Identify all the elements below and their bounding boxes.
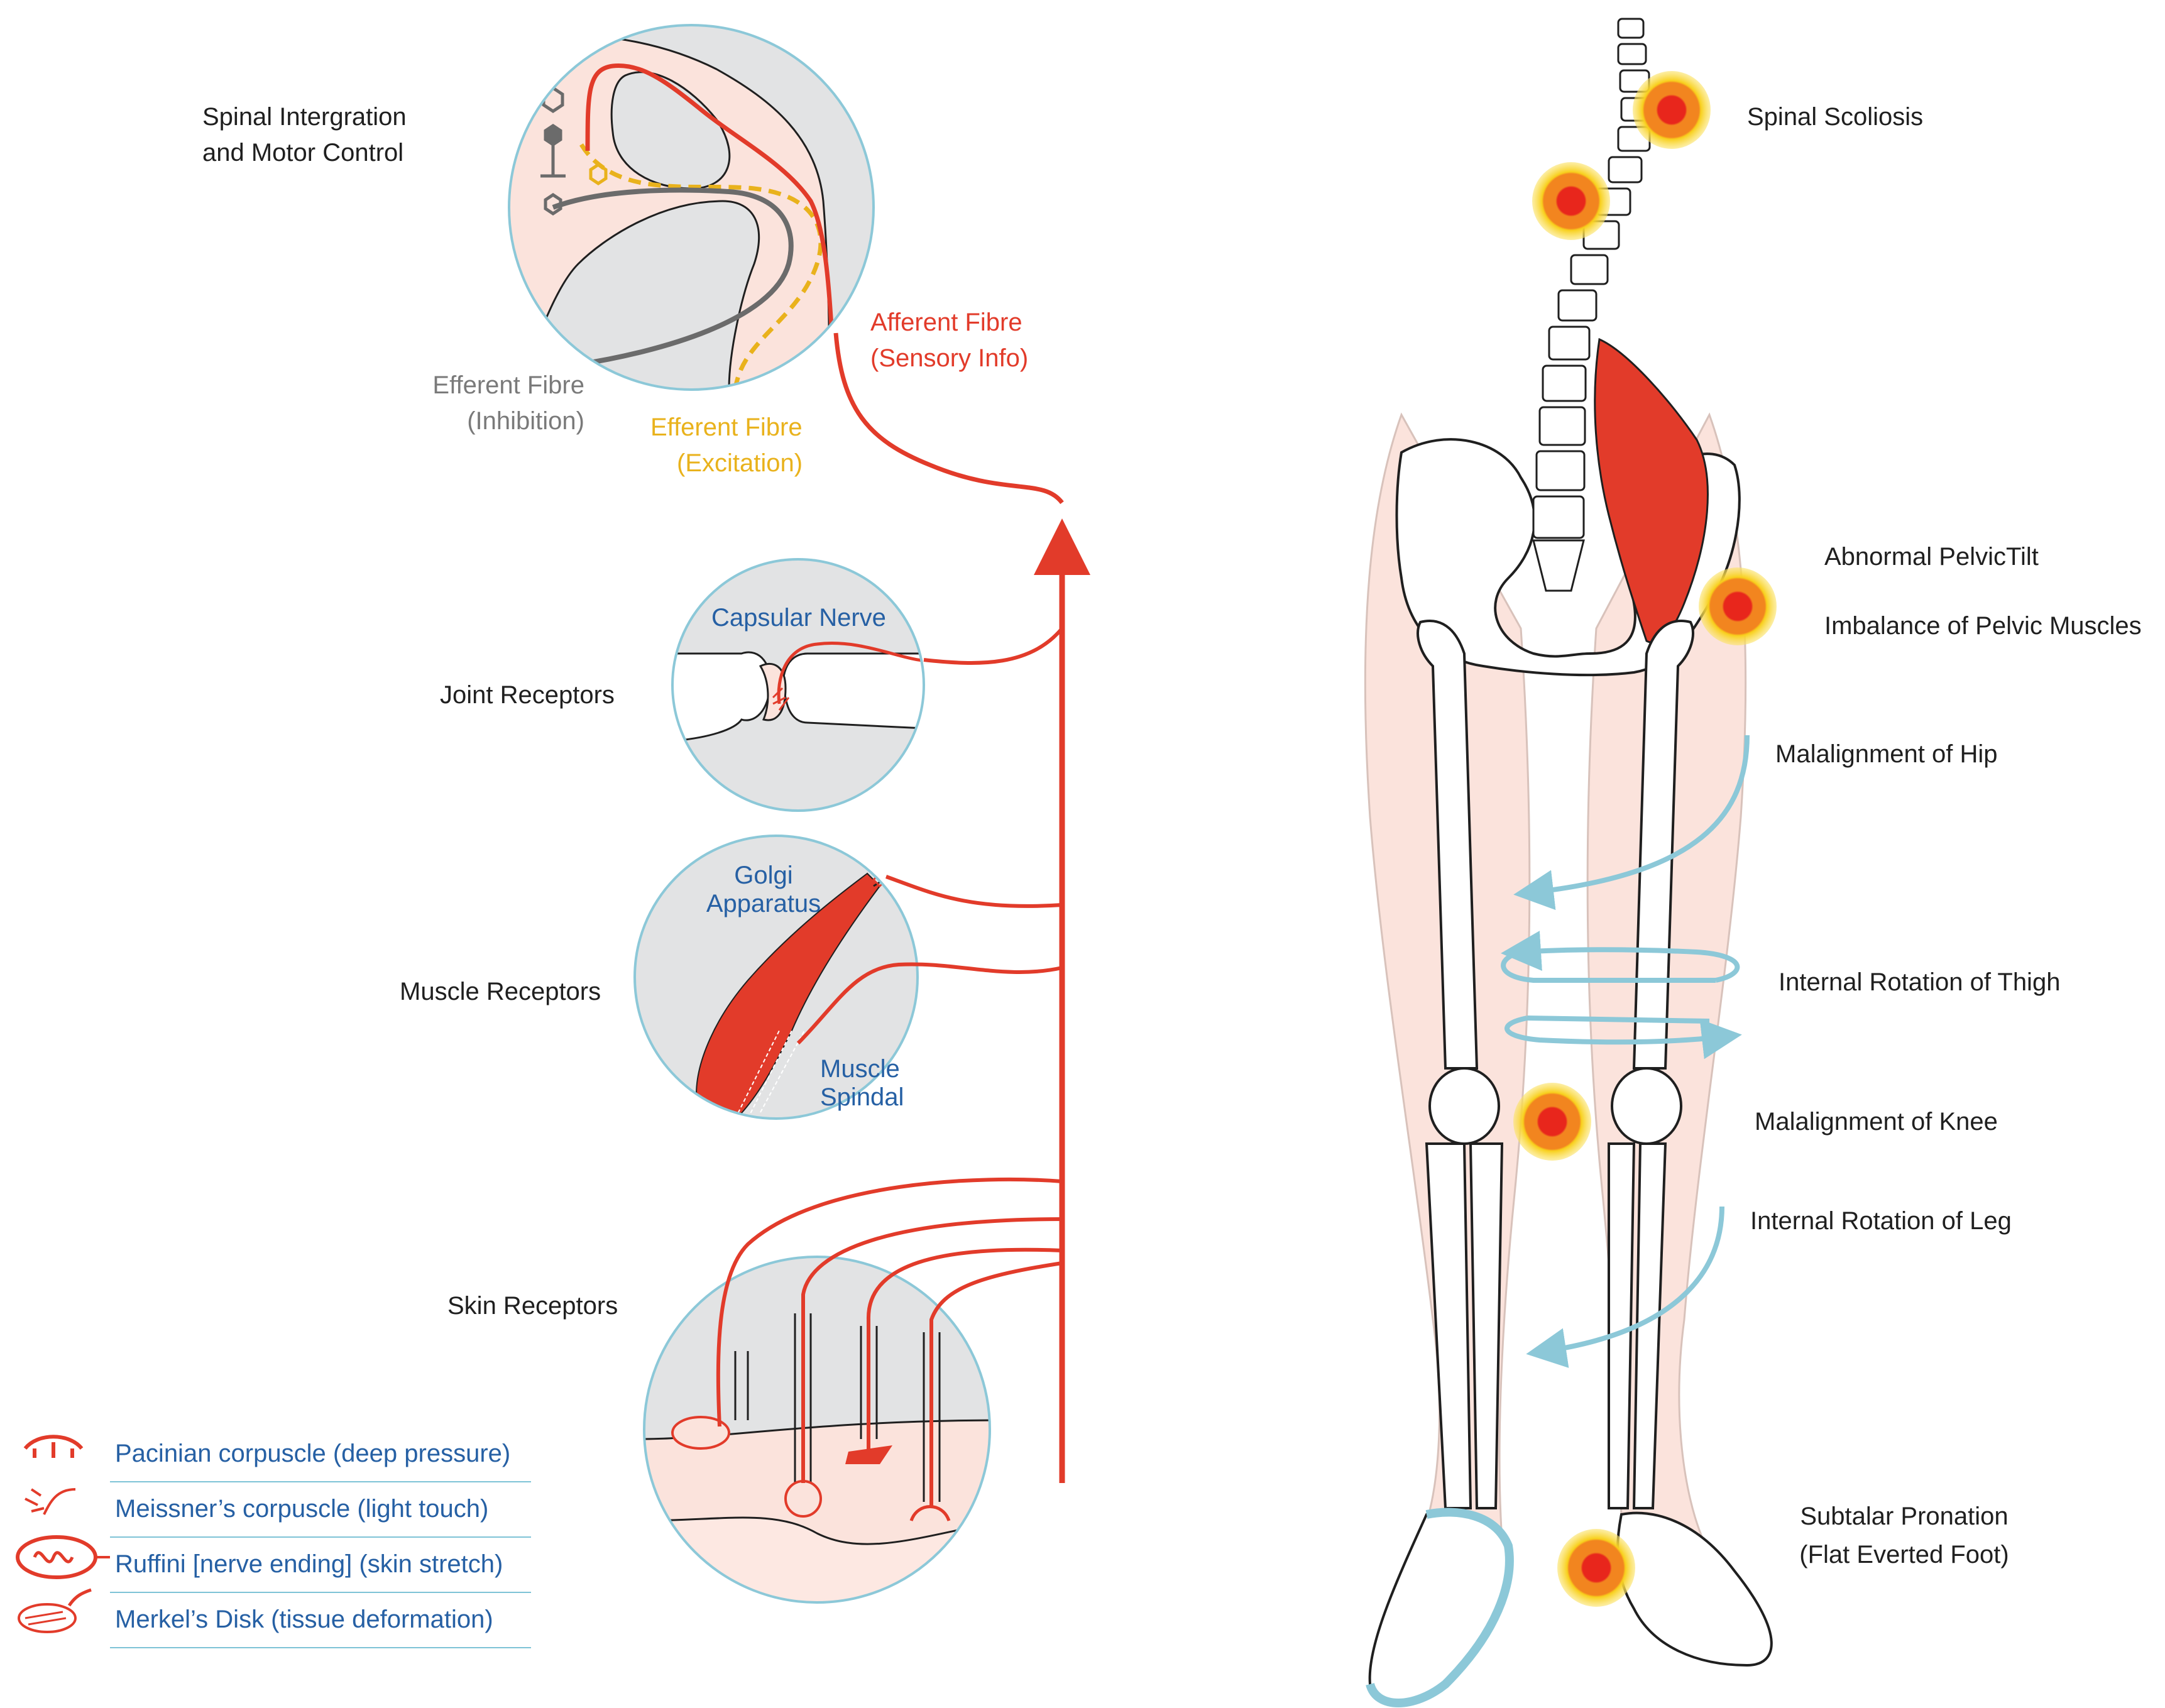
efferent-excitation-label: Efferent Fibre (Excitation): [650, 410, 803, 481]
subtalar-line1: Subtalar Pronation: [1769, 1499, 2039, 1535]
spinal-inset: [509, 25, 874, 390]
capsular-nerve-label: Capsular Nerve: [711, 600, 886, 636]
muscle-spindle-label: Muscle Spindal: [820, 1051, 904, 1115]
legend-label: Ruffini [nerve ending] (skin stretch): [115, 1547, 503, 1582]
legend-label: Merkel’s Disk (tissue deformation): [115, 1602, 493, 1638]
skin-inset: [641, 1257, 1006, 1634]
skin-receptors-label: Skin Receptors: [447, 1288, 618, 1324]
golgi-apparatus-label: Golgi Apparatus: [694, 858, 833, 922]
pelvic-muscles-label: Imbalance of Pelvic Muscles: [1824, 608, 2142, 644]
efferent-excitation-line1: Efferent Fibre: [650, 410, 803, 446]
afferent-line2: (Sensory Info): [870, 341, 1028, 376]
leg-bones: [1418, 621, 1693, 1508]
hotspot-ankle: [1557, 1529, 1635, 1607]
hotspot-spine-lower: [1532, 162, 1610, 240]
pelvic-tilt-label: Abnormal PelvicTilt: [1824, 539, 2039, 575]
meissner-icon: [25, 1489, 75, 1514]
golgi-nerve-line: [886, 877, 1062, 906]
thigh-rotation-label: Internal Rotation of Thigh: [1779, 965, 2060, 1000]
legend-label: Meissner’s corpuscle (light touch): [115, 1491, 488, 1527]
afferent-fibre-label: Afferent Fibre (Sensory Info): [870, 305, 1028, 376]
efferent-inhibition-line1: Efferent Fibre: [402, 368, 584, 403]
legend-icons: [18, 1437, 110, 1632]
hotspot-hip: [1699, 567, 1777, 645]
legend-item-merkel: Merkel’s Disk (tissue deformation): [110, 1596, 531, 1648]
knee-malalignment-label: Malalignment of Knee: [1755, 1104, 1998, 1140]
legend-item-ruffini: Ruffini [nerve ending] (skin stretch): [110, 1540, 531, 1593]
joint-receptors-label: Joint Receptors: [440, 677, 615, 713]
spinal-title-line1: Spinal Intergration: [202, 99, 407, 135]
legend-item-meissner: Meissner’s corpuscle (light touch): [110, 1485, 531, 1538]
pacinian-icon: [25, 1437, 82, 1458]
hip-malalignment-label: Malalignment of Hip: [1775, 736, 1998, 772]
efferent-inhibition-label: Efferent Fibre (Inhibition): [402, 368, 584, 439]
spinal-title-line2: and Motor Control: [202, 135, 407, 171]
spinal-integration-title: Spinal Intergration and Motor Control: [202, 99, 407, 171]
hotspot-spine-upper: [1633, 71, 1711, 149]
ruffini-icon: [18, 1537, 110, 1577]
leg-rotation-label: Internal Rotation of Leg: [1750, 1203, 2012, 1239]
legend-item-pacinian: Pacinian corpuscle (deep pressure): [110, 1430, 531, 1482]
joint-nerve-line: [924, 628, 1062, 663]
merkel-icon: [19, 1590, 91, 1632]
hotspot-knee: [1513, 1083, 1591, 1161]
spinal-scoliosis-label: Spinal Scoliosis: [1747, 99, 1923, 135]
legend-label: Pacinian corpuscle (deep pressure): [115, 1436, 510, 1472]
efferent-inhibition-line2: (Inhibition): [402, 403, 584, 439]
afferent-line1: Afferent Fibre: [870, 305, 1028, 341]
spindle-line2: Spindal: [820, 1080, 904, 1115]
golgi-line2: Apparatus: [694, 886, 833, 922]
efferent-excitation-line2: (Excitation): [650, 446, 803, 481]
subtalar-line2: (Flat Everted Foot): [1769, 1537, 2039, 1573]
subtalar-pronation-label: Subtalar Pronation (Flat Everted Foot): [1769, 1499, 2039, 1573]
muscle-receptors-label: Muscle Receptors: [400, 974, 601, 1010]
joint-inset: [666, 559, 936, 811]
